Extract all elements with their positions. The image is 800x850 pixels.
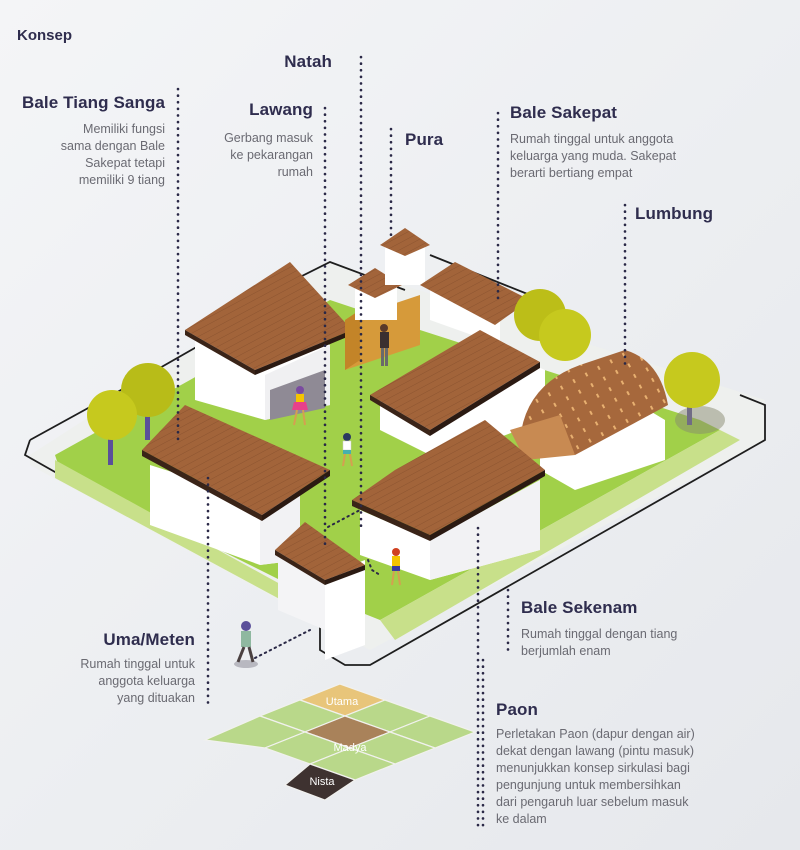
desc-line: Gerbang masuk <box>224 131 313 145</box>
people <box>234 324 401 668</box>
desc-line: yang dituakan <box>117 691 195 705</box>
building-middle-right <box>370 330 545 460</box>
label-uma-meten-desc: Rumah tinggal untuk anggota keluarga yan… <box>40 656 195 707</box>
label-lumbung-title: Lumbung <box>635 204 714 223</box>
label-uma-meten-title: Uma/Meten <box>103 630 195 649</box>
person-pura <box>380 324 389 366</box>
label-uma-meten: Uma/Meten Rumah tinggal untuk anggota ke… <box>40 630 195 707</box>
person-woman <box>292 386 308 426</box>
building-lawang <box>275 522 365 660</box>
zoning-grid <box>202 683 477 801</box>
trees-lumbung <box>514 289 725 434</box>
building-bale-sekenam <box>352 420 545 580</box>
desc-line: menunjukkan konsep sirkulasi bagi <box>496 761 690 775</box>
desc-line: anggota keluarga <box>98 674 195 688</box>
label-paon-desc: Perletakan Paon (dapur dengan air) dekat… <box>496 726 786 828</box>
desc-line: rumah <box>277 165 313 179</box>
label-bale-sekenam-title: Bale Sekenam <box>521 598 638 617</box>
person-boy <box>391 548 401 586</box>
desc-line: Memiliki fungsi <box>83 122 165 136</box>
desc-line: Rumah tinggal untuk <box>80 657 195 671</box>
label-natah-title: Natah <box>284 52 332 71</box>
section-title: Konsep <box>17 27 73 44</box>
desc-line: berjumlah enam <box>521 644 611 658</box>
label-bale-tiang-sanga: Bale Tiang Sanga Memiliki fungsi sama de… <box>10 93 165 189</box>
label-paon: Paon Perletakan Paon (dapur dengan air) … <box>496 700 786 828</box>
zone-label-utama: Utama <box>325 696 359 708</box>
desc-line: ke dalam <box>496 812 547 826</box>
circulation-path <box>254 509 381 659</box>
zone-label-madya: Madya <box>333 742 367 754</box>
desc-line: berarti bertiang empat <box>510 166 633 180</box>
label-lawang: Lawang Gerbang masuk ke pekarangan rumah <box>195 100 313 181</box>
person-visitor <box>234 621 258 668</box>
person-child <box>342 433 353 467</box>
building-lumbung <box>510 350 668 490</box>
label-bale-sakepat-title: Bale Sakepat <box>510 103 618 122</box>
desc-line: Rumah tinggal untuk anggota <box>510 132 674 146</box>
desc-line: pengunjung untuk membersihkan <box>496 778 681 792</box>
desc-line: memiliki 9 tiang <box>78 173 165 187</box>
trees-left <box>87 363 175 465</box>
desc-line: sama dengan Bale <box>60 139 165 153</box>
desc-line: Perletakan Paon (dapur dengan air) <box>496 727 695 741</box>
label-lawang-title: Lawang <box>249 100 313 119</box>
label-bale-sakepat-desc: Rumah tinggal untuk anggota keluarga yan… <box>510 131 750 182</box>
leader-lines <box>176 55 627 832</box>
label-bale-sekenam: Bale Sekenam Rumah tinggal dengan tiang … <box>521 598 761 660</box>
zone-label-nista: Nista <box>309 776 335 788</box>
desc-line: keluarga yang muda. Sakepat <box>510 149 677 163</box>
label-bale-tiang-sanga-desc: Memiliki fungsi sama dengan Bale Sakepat… <box>10 121 165 189</box>
label-lawang-desc: Gerbang masuk ke pekarangan rumah <box>195 130 313 181</box>
building-bale-sakepat <box>420 262 530 345</box>
building-bale-tiang-sanga <box>185 262 352 420</box>
desc-line: Sakepat tetapi <box>85 156 165 170</box>
label-pura-title: Pura <box>405 130 444 149</box>
desc-line: dekat dengan lawang (pintu masuk) <box>496 744 695 758</box>
desc-line: ke pekarangan <box>230 148 313 162</box>
label-bale-sakepat: Bale Sakepat Rumah tinggal untuk anggota… <box>510 103 750 182</box>
building-uma-meten <box>142 405 330 565</box>
label-bale-tiang-sanga-title: Bale Tiang Sanga <box>22 93 165 112</box>
label-bale-sekenam-desc: Rumah tinggal dengan tiang berjumlah ena… <box>521 626 761 660</box>
desc-line: dari pengaruh luar sebelum masuk <box>496 795 689 809</box>
label-paon-title: Paon <box>496 700 538 719</box>
desc-line: Rumah tinggal dengan tiang <box>521 627 678 641</box>
